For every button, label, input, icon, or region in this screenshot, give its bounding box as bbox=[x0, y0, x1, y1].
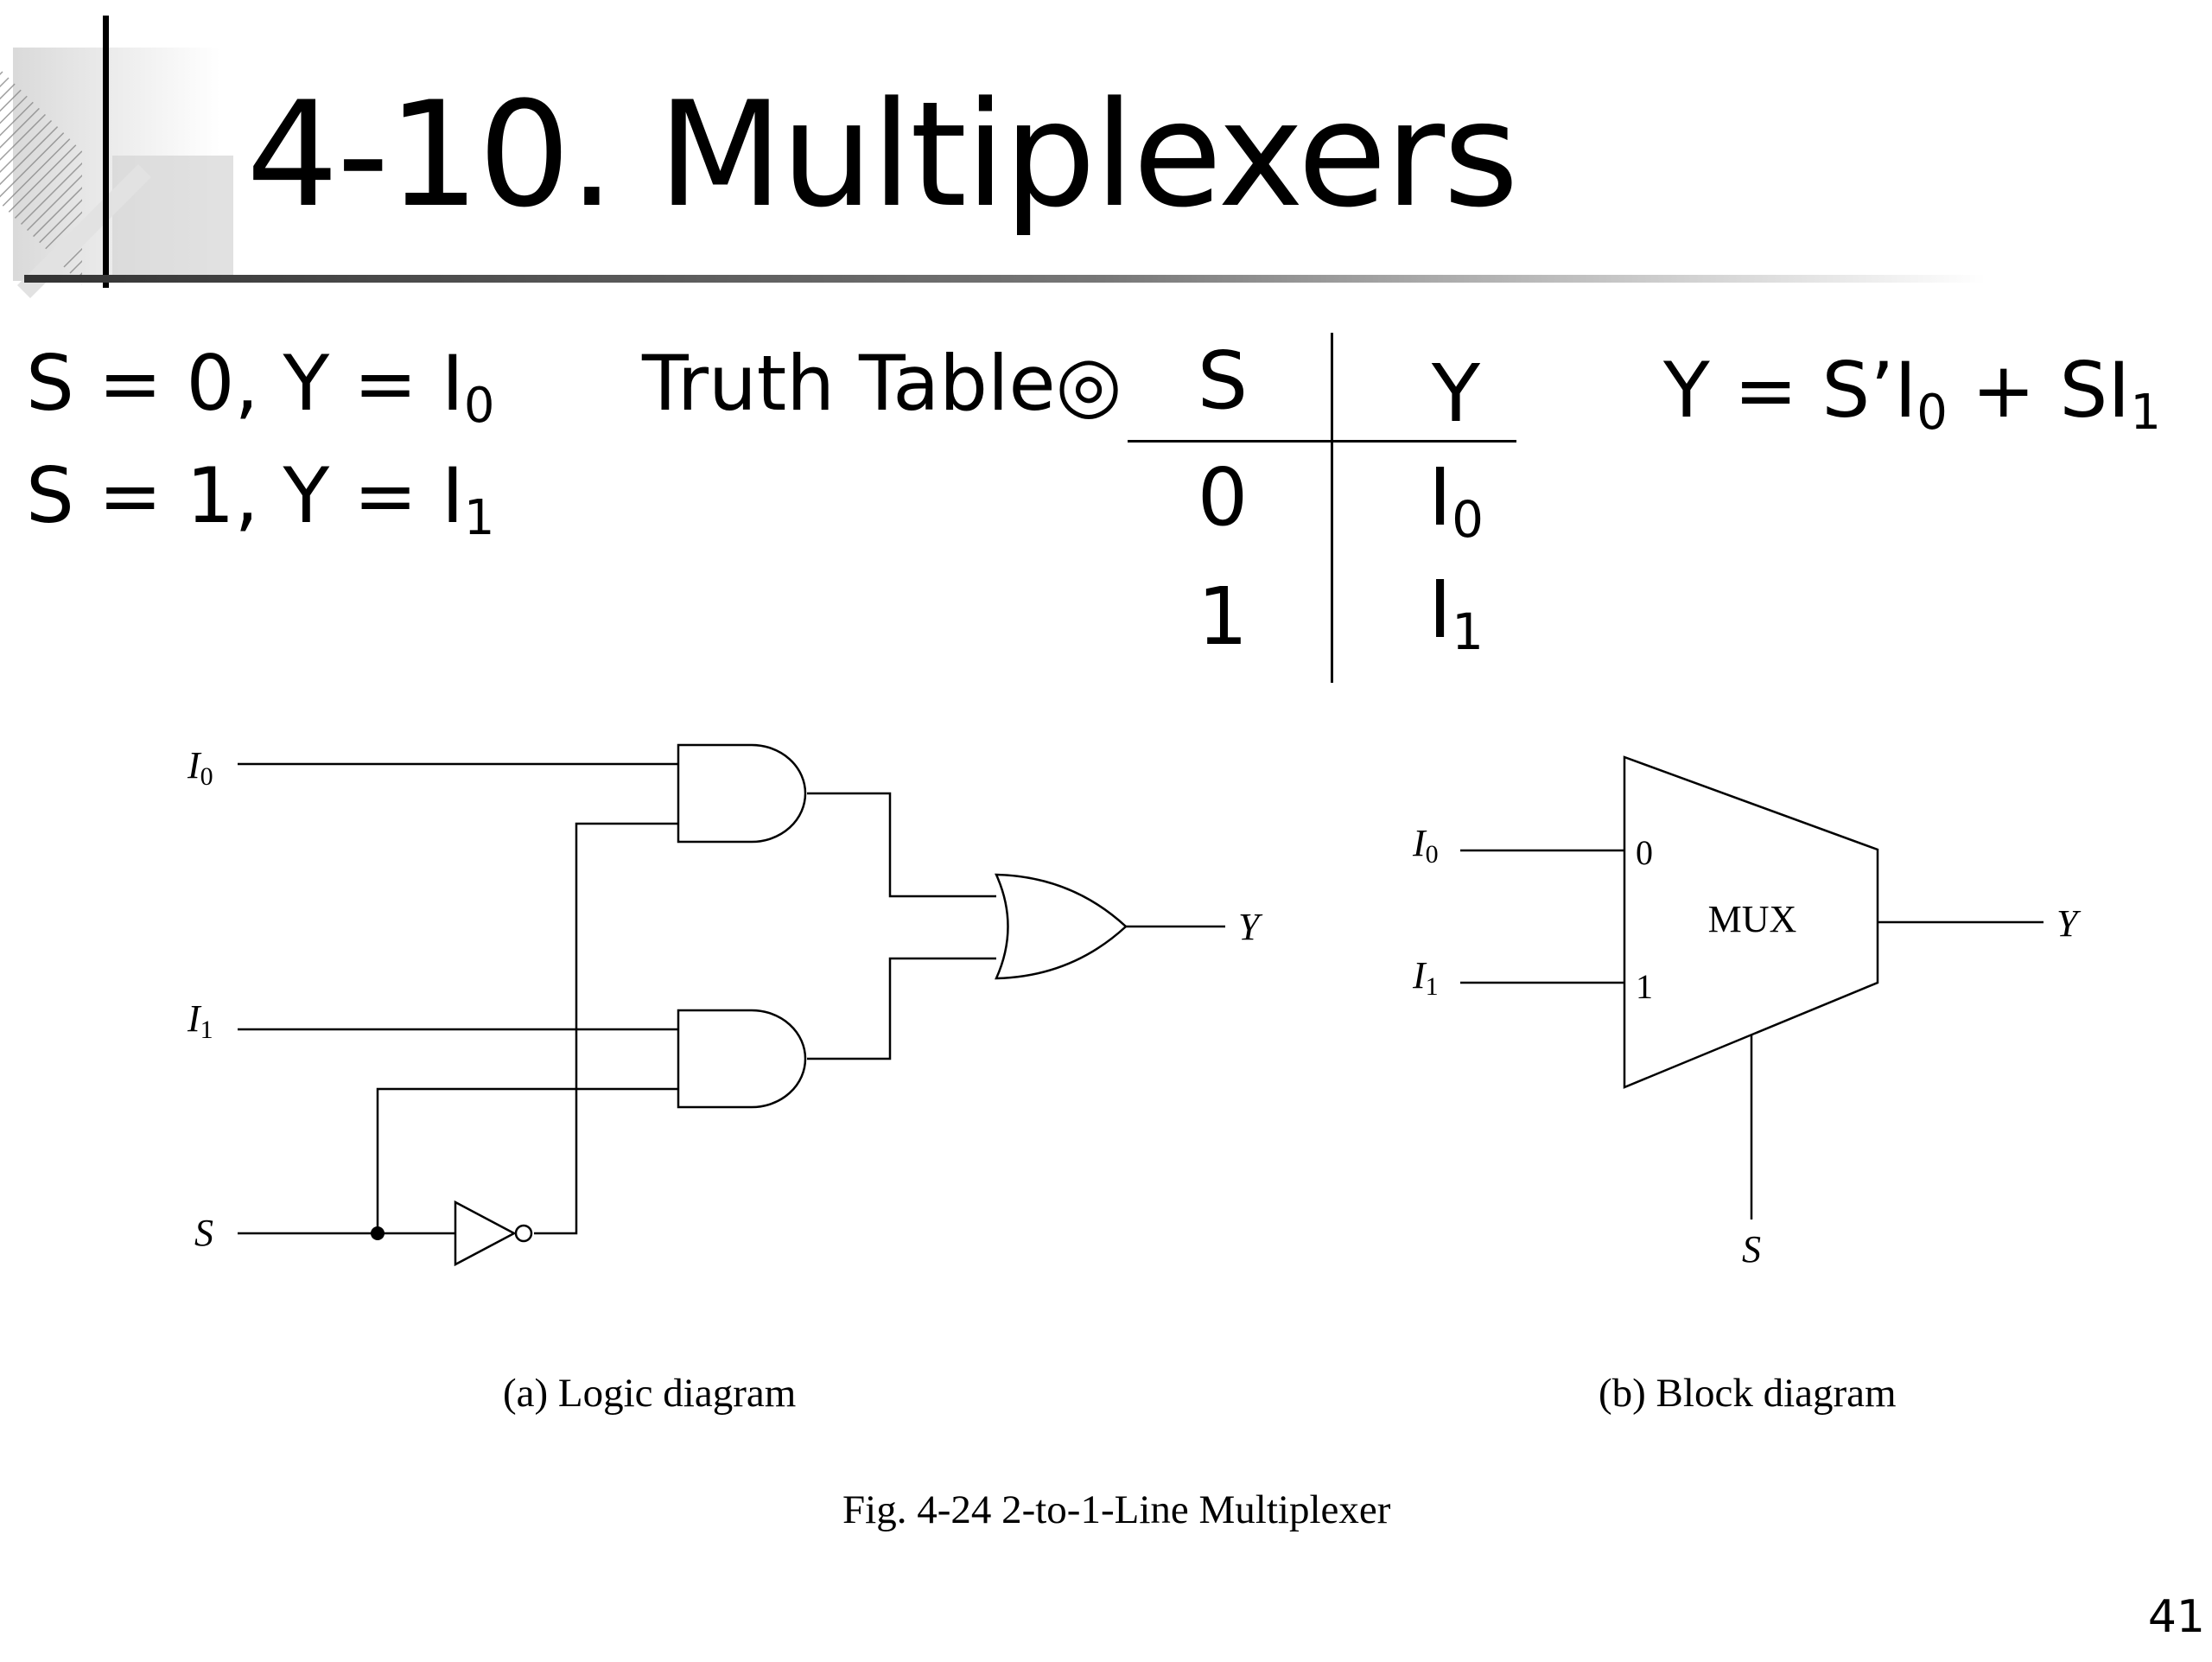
truth-table-header-s: S bbox=[1197, 334, 1249, 427]
slide-title: 4-10. Multiplexers bbox=[246, 70, 1519, 239]
not-gate bbox=[454, 1200, 517, 1267]
logic-label-i1: I1 bbox=[187, 997, 213, 1044]
mux-label: MUX bbox=[1708, 898, 1797, 940]
mux-label-i0: I0 bbox=[1412, 822, 1439, 869]
junction-dot bbox=[371, 1226, 385, 1240]
mux-label-i1: I1 bbox=[1412, 954, 1439, 1001]
truth-table-row-0-y-subscript: 0 bbox=[1452, 490, 1484, 549]
wire-and-top-out bbox=[807, 792, 996, 898]
mux-pin-1: 1 bbox=[1636, 967, 1653, 1006]
wire-and-bottom-out bbox=[807, 957, 996, 1060]
and-gate-bottom bbox=[677, 1009, 807, 1109]
or-gate bbox=[995, 873, 1128, 980]
boolean-equation-part2: + SI bbox=[1947, 346, 2131, 435]
header-decoration bbox=[0, 16, 1986, 298]
caption-block-diagram: (b) Block diagram bbox=[1599, 1371, 1897, 1416]
truth-table-row-0-s: 0 bbox=[1197, 451, 1249, 544]
truth-table-row-0-y-text: I bbox=[1427, 451, 1452, 544]
equation-s1: S = 1, Y = I1 bbox=[26, 458, 495, 543]
page-number: 41 bbox=[2147, 1591, 2205, 1643]
caption-logic-diagram: (a) Logic diagram bbox=[503, 1371, 797, 1416]
header-slash-shape bbox=[17, 164, 151, 298]
header-vertical-bar bbox=[103, 16, 109, 288]
truth-table-header-y: Y bbox=[1431, 347, 1481, 440]
block-diagram: I0 I1 0 1 MUX Y S bbox=[1412, 755, 2082, 1270]
wire-s-to-and bbox=[376, 1087, 678, 1233]
header-hatch-shape bbox=[0, 69, 82, 285]
mux-label-s: S bbox=[1742, 1228, 1761, 1270]
boolean-equation: Y = S’I0 + SI1 bbox=[1663, 353, 2161, 437]
equation-s1-subscript: 1 bbox=[463, 490, 495, 546]
logic-label-i0: I0 bbox=[187, 744, 213, 791]
truth-table-horizontal-rule bbox=[1128, 440, 1516, 443]
truth-table-row-0-y: I0 bbox=[1400, 458, 1512, 545]
equation-s0: S = 0, Y = I0 bbox=[26, 346, 495, 430]
equation-s0-text: S = 0, Y = I bbox=[26, 339, 464, 428]
header-rule bbox=[24, 275, 1986, 283]
equation-s0-subscript: 0 bbox=[463, 378, 495, 434]
mux-block bbox=[1623, 755, 1879, 1089]
truth-table: S Y 0 I0 1 I1 bbox=[1123, 333, 1521, 683]
not-gate-bubble bbox=[514, 1224, 533, 1243]
equation-s1-text: S = 1, Y = I bbox=[26, 451, 464, 540]
truth-table-row-1-y: I1 bbox=[1400, 570, 1512, 658]
boolean-equation-sub2: 1 bbox=[2130, 385, 2161, 441]
boolean-equation-part1: Y = S’I bbox=[1663, 346, 1917, 435]
truth-table-row-1-y-subscript: 1 bbox=[1452, 602, 1484, 661]
and-gate-top bbox=[677, 743, 807, 844]
logic-label-y: Y bbox=[1238, 906, 1263, 948]
truth-table-row-1-y-text: I bbox=[1427, 564, 1452, 656]
logic-label-s: S bbox=[194, 1212, 213, 1254]
logic-diagram: I0 I1 S Y bbox=[187, 743, 1263, 1267]
truth-table-label: Truth Table◎ bbox=[642, 339, 1122, 428]
mux-label-y: Y bbox=[2056, 902, 2082, 945]
truth-table-vertical-rule bbox=[1331, 333, 1333, 683]
figure-caption: Fig. 4-24 2-to-1-Line Multiplexer bbox=[842, 1487, 1391, 1532]
mux-pin-0: 0 bbox=[1636, 833, 1653, 872]
boolean-equation-sub1: 0 bbox=[1916, 385, 1948, 441]
truth-table-row-1-s: 1 bbox=[1197, 570, 1249, 663]
